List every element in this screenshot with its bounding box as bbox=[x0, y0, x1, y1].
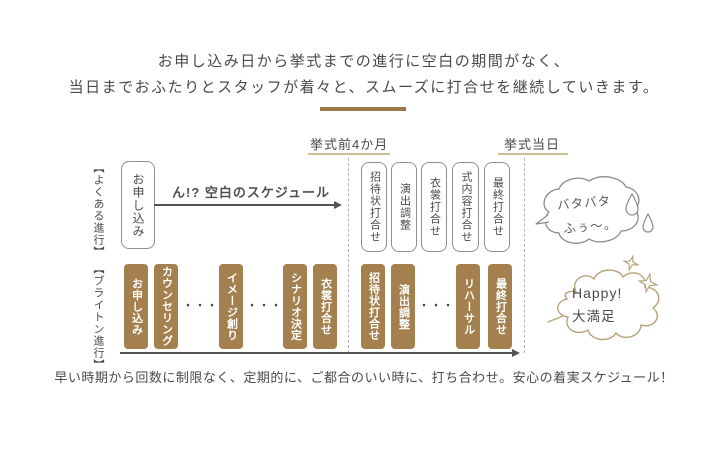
common-meeting-box: 衣裳打合せ bbox=[421, 162, 447, 252]
brighton-meeting-box: お申し込み bbox=[124, 264, 148, 349]
timeline-label-4-months: 挙式前4か月 bbox=[310, 137, 389, 152]
gap-note: ん!? 空白のスケジュール bbox=[172, 185, 330, 200]
sparkle-icon bbox=[622, 254, 659, 294]
busy-bubble-line1: バタバタ bbox=[556, 193, 612, 213]
busy-bubble-text: バタバタ ふぅ〜。 bbox=[556, 190, 618, 238]
gap-arrow-head bbox=[334, 201, 342, 209]
happy-bubble-line1: Happy! bbox=[572, 285, 623, 301]
timeline-underline-wedding-day bbox=[498, 153, 568, 155]
timeline-label-wedding-day: 挙式当日 bbox=[504, 137, 561, 152]
brighton-meeting-label: シナリオ決定 bbox=[289, 272, 302, 341]
common-meeting-box: 最終打合せ bbox=[484, 162, 510, 252]
common-application-label: お申し込み bbox=[131, 172, 145, 238]
brighton-meeting-box: 衣裳打合せ bbox=[313, 264, 337, 349]
progress-arrow-line bbox=[120, 352, 512, 354]
brighton-meeting-label: 演出調整 bbox=[397, 283, 410, 330]
sweat-drops-icon bbox=[625, 192, 654, 233]
brighton-meeting-box: カウンセリング bbox=[154, 264, 178, 349]
footer-caption: 早い時期から回数に制限なく、定期的に、ご都合のいい時に、打ち合わせ。安心の着実ス… bbox=[54, 370, 674, 385]
dashed-line-wedding-day bbox=[524, 158, 525, 353]
dashed-line-4-months bbox=[348, 158, 349, 353]
happy-bubble-line2: 大満足 bbox=[572, 309, 616, 324]
brighton-meeting-box: 演出調整 bbox=[391, 264, 415, 349]
common-application-box: お申し込み bbox=[121, 161, 155, 249]
happy-bubble-text: Happy! 大満足 bbox=[572, 285, 622, 325]
brighton-meeting-label: イメージ創り bbox=[225, 272, 238, 341]
row-label-common-flow: 【よくある進行】 bbox=[92, 162, 104, 258]
progress-arrow-head bbox=[512, 349, 520, 357]
brighton-meeting-box: 招待状打合せ bbox=[361, 264, 385, 349]
brighton-meeting-box: リハーサル bbox=[456, 264, 480, 349]
common-meeting-label: 最終打合せ bbox=[491, 177, 504, 237]
ellipsis-dots: ・・・ bbox=[419, 301, 455, 312]
common-meeting-label: 演出調整 bbox=[398, 183, 411, 231]
brighton-meeting-label: 招待状打合せ bbox=[367, 272, 380, 341]
common-meeting-box: 招待状打合せ bbox=[361, 162, 387, 252]
row-label-brighton-flow: 【ブライトン進行】 bbox=[92, 263, 104, 371]
brighton-meeting-label: 衣裳打合せ bbox=[319, 277, 332, 336]
happy-bubble-outline bbox=[547, 269, 660, 341]
brighton-meeting-box: シナリオ決定 bbox=[283, 264, 307, 349]
common-meeting-box: 式内容打合せ bbox=[452, 162, 479, 252]
page-title-line2: 当日までおふたりとスタッフが着々と、スムーズに打合せを継続していきます。 bbox=[68, 80, 660, 96]
common-meeting-box: 演出調整 bbox=[391, 162, 417, 252]
brighton-meeting-label: 最終打合せ bbox=[494, 277, 507, 336]
timeline-underline-4-months bbox=[308, 153, 390, 155]
brighton-meeting-label: カウンセリング bbox=[160, 266, 173, 347]
common-meeting-label: 招待状打合せ bbox=[368, 171, 381, 243]
brighton-meeting-label: リハーサル bbox=[462, 277, 475, 336]
brighton-meeting-box: 最終打合せ bbox=[488, 264, 512, 349]
gap-arrow-line bbox=[154, 204, 334, 206]
ellipsis-dots: ・・・ bbox=[183, 301, 219, 312]
brighton-meeting-label: お申し込み bbox=[130, 277, 143, 336]
page-title-line1: お申し込み日から挙式までの進行に空白の期間がなく、 bbox=[157, 54, 571, 70]
common-meeting-label: 式内容打合せ bbox=[460, 171, 472, 243]
common-meeting-label: 衣裳打合せ bbox=[428, 177, 441, 237]
title-divider bbox=[320, 107, 406, 111]
brighton-meeting-box: イメージ創り bbox=[219, 264, 243, 349]
ellipsis-dots: ・・・ bbox=[247, 301, 283, 312]
